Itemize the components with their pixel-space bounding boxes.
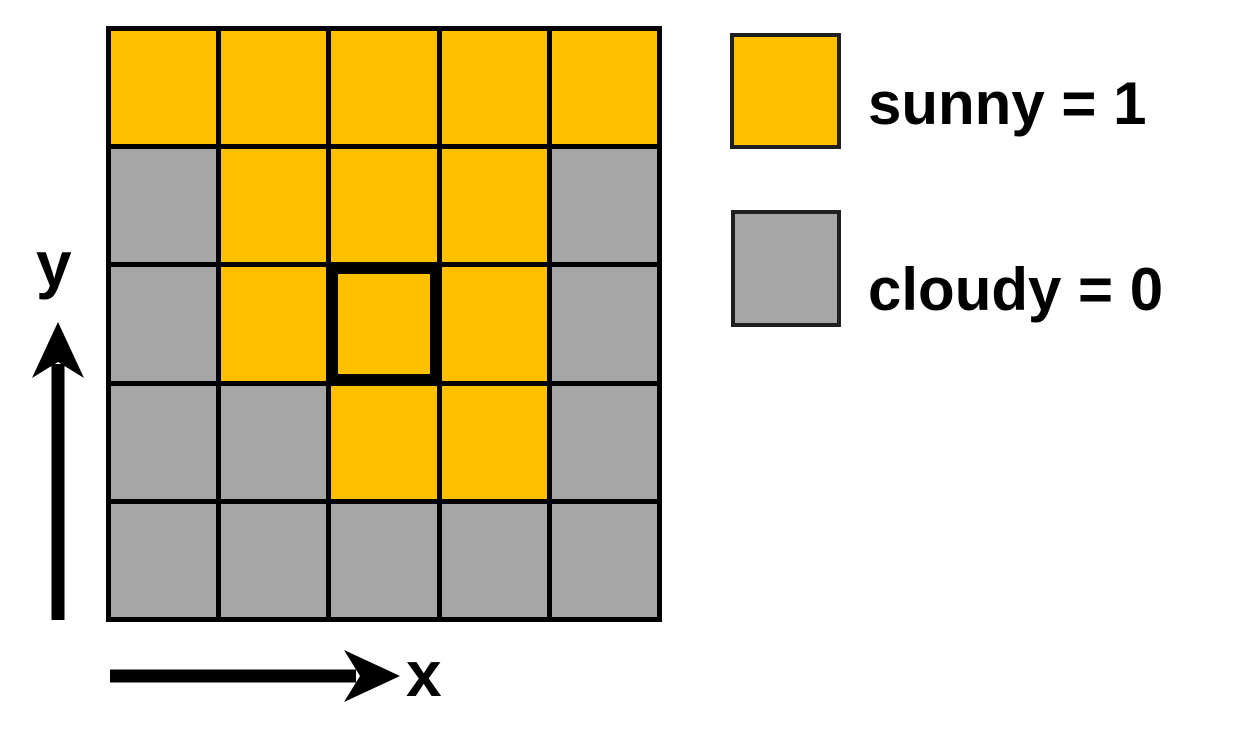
grid-cell-cloudy [111,385,217,499]
grid-cell-cloudy [441,503,547,617]
grid-cell-sunny [551,31,657,145]
legend-label-cloudy: cloudy = 0 [868,256,1164,323]
grid-cell-cloudy [331,503,437,617]
weather-grid [106,26,662,622]
grid-cell-cloudy [551,385,657,499]
grid-cell-sunny [221,31,327,145]
y-axis-label: y [36,228,72,300]
legend-swatch-sunny [730,33,841,149]
grid-cell-cloudy [111,503,217,617]
grid-cell-sunny [221,149,327,263]
grid-cell-cloudy [221,385,327,499]
legend-label-sunny: sunny = 1 [868,70,1147,137]
grid-cell-highlighted-sunny [329,265,439,383]
grid-cell-cloudy [551,267,657,381]
x-axis-arrow-icon [110,650,400,702]
grid-cell-sunny [331,149,437,263]
grid-cell-cloudy [551,149,657,263]
y-axis-arrow-icon [32,322,84,620]
grid-cell-sunny [221,267,327,381]
grid-cell-cloudy [111,149,217,263]
grid-cell-cloudy [221,503,327,617]
grid-cell-sunny [441,149,547,263]
grid-cell-cloudy [111,267,217,381]
grid-cell-sunny [111,31,217,145]
grid-cell-sunny [441,31,547,145]
grid-cell-sunny [331,31,437,145]
x-axis-label: x [406,638,442,710]
grid-cell-sunny [441,267,547,381]
grid-cell-cloudy [551,503,657,617]
grid-cell-sunny [441,385,547,499]
grid-cell-sunny [331,385,437,499]
legend-swatch-cloudy [731,210,841,327]
